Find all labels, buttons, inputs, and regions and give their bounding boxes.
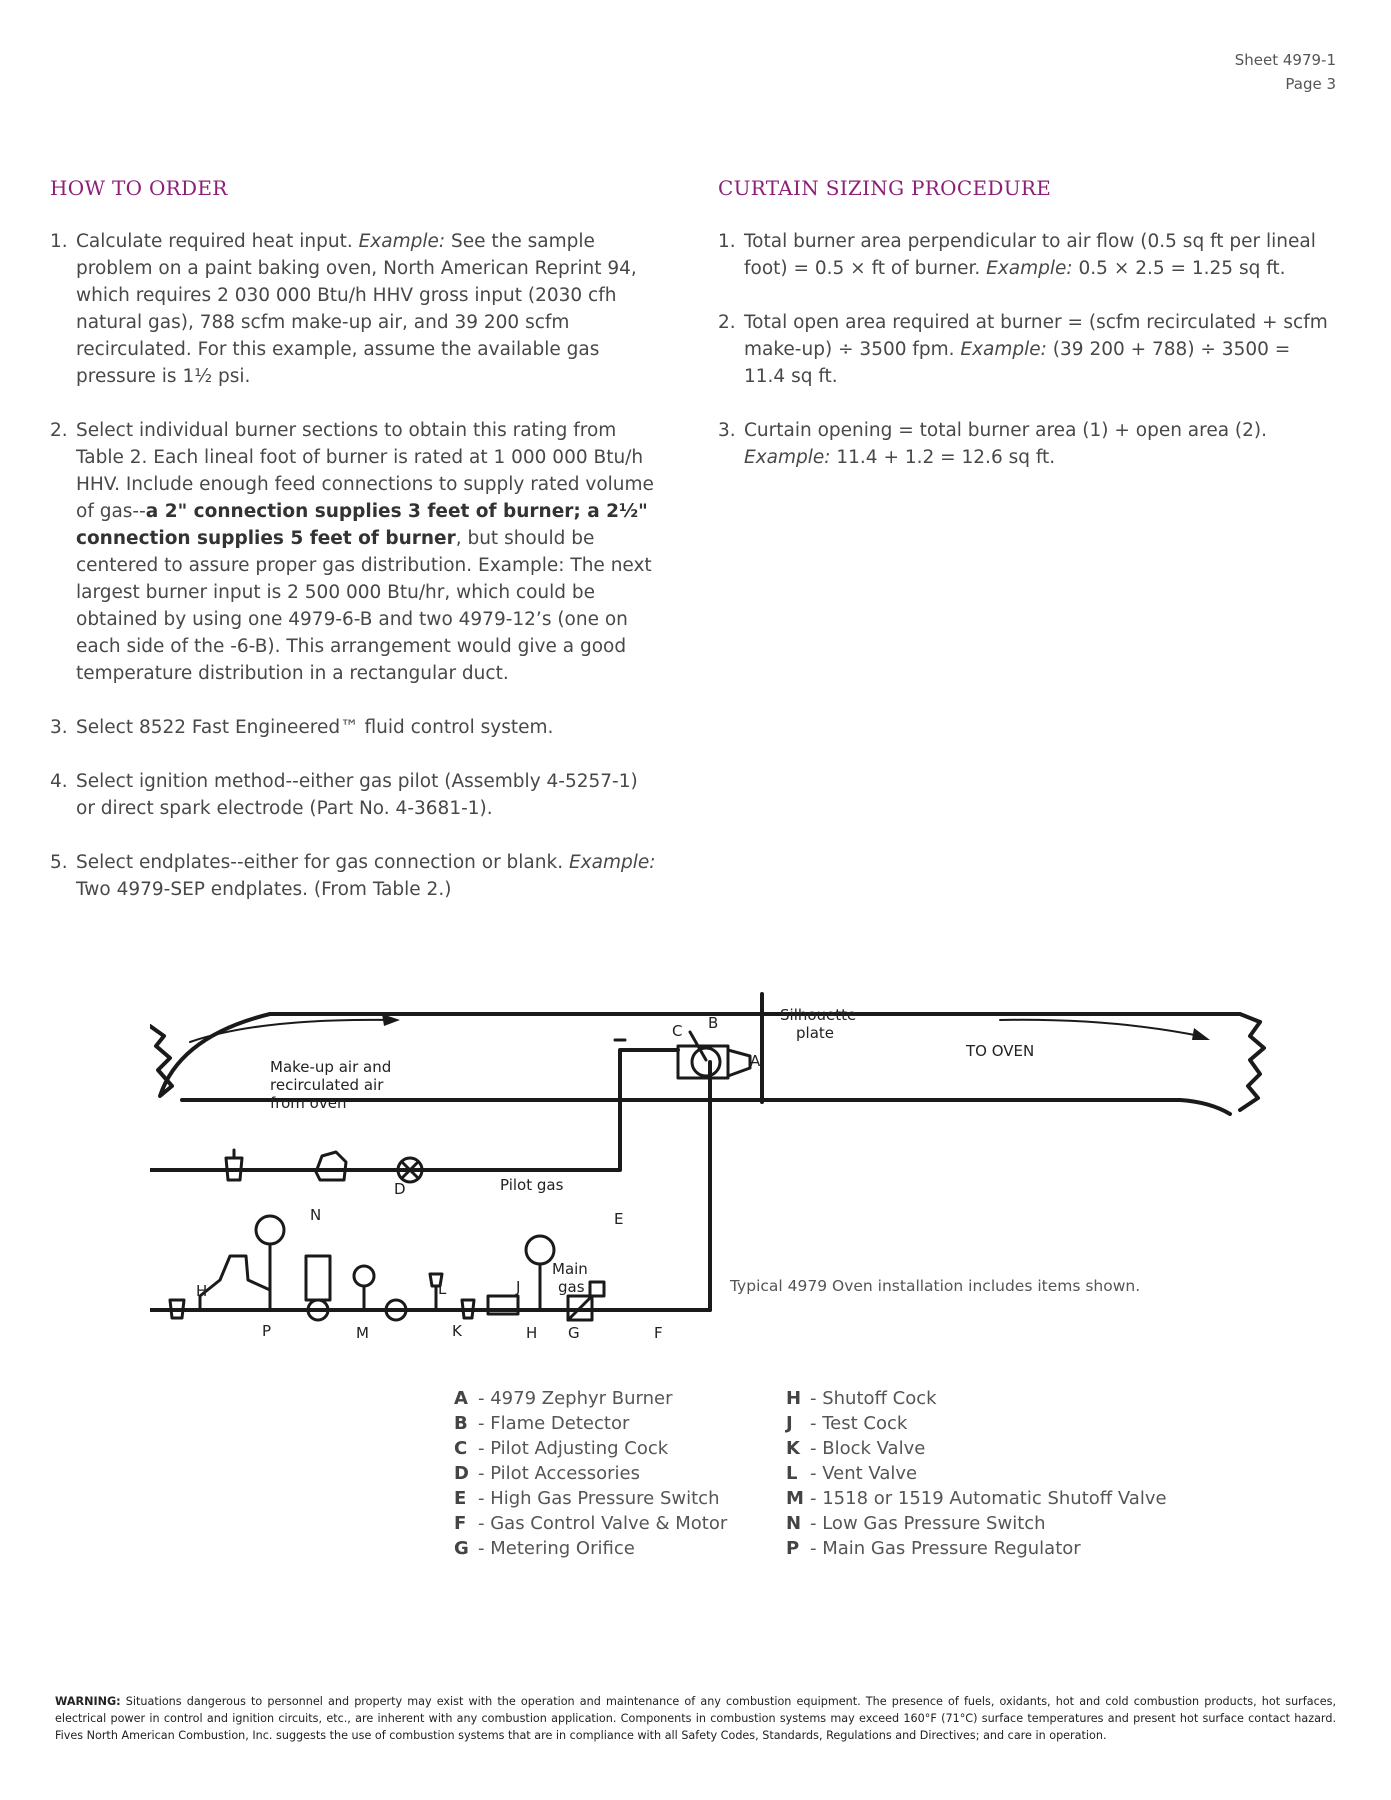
letter-l: L <box>438 1280 447 1298</box>
letter-a: A <box>750 1052 761 1070</box>
list-item: 2. Total open area required at burner = … <box>718 312 1328 387</box>
silhouette-label-1: Silhouette <box>780 1006 856 1024</box>
sheet-number: Sheet 4979-1 <box>1234 51 1336 69</box>
burner-body <box>676 1044 730 1080</box>
main-gas-label-2: gas <box>558 1278 585 1296</box>
legend-item: L- Vent Valve <box>786 1463 918 1484</box>
piping-diagram: Make-up air and recirculated air from ov… <box>150 992 1266 1342</box>
diagram-caption: Typical 4979 Oven installation includes … <box>730 1277 1141 1295</box>
legend-item: C- Pilot Adjusting Cock <box>454 1438 669 1459</box>
to-oven-label: TO OVEN <box>965 1042 1034 1060</box>
warning-text: Situations dangerous to personnel and pr… <box>55 1695 1336 1742</box>
letter-j: J <box>515 1278 520 1296</box>
letter-c: C <box>672 1022 682 1040</box>
legend-right: H- Shutoff Cock J- Test Cock K- Block Va… <box>786 1386 1167 1561</box>
curtain-sizing-list: 1. Total burner area perpendicular to ai… <box>718 228 1336 498</box>
pilot-gas-line <box>150 1048 680 1172</box>
low-pressure-switch <box>254 1214 286 1246</box>
makeup-label-3: from oven <box>270 1094 346 1112</box>
list-item: 3. Select 8522 Fast Engineered™ fluid co… <box>50 717 554 738</box>
flame-detector <box>690 1046 722 1078</box>
how-to-order-heading: HOW TO ORDER <box>50 176 228 200</box>
auto-shutoff-actuator <box>304 1254 332 1302</box>
letter-m: M <box>356 1324 369 1342</box>
warning-label: WARNING: <box>55 1695 121 1708</box>
burner-nozzle <box>726 1048 752 1078</box>
list-item: 1. Calculate required heat input. Exampl… <box>50 231 637 387</box>
letter-h-2: H <box>526 1324 537 1342</box>
pilot-regulator <box>314 1150 348 1182</box>
legend-item: K- Block Valve <box>786 1438 926 1459</box>
sheet-header: Sheet 4979-1 Page 3 <box>1235 48 1336 96</box>
duct-bottom-wall <box>180 1098 1232 1116</box>
curtain-sizing-heading: CURTAIN SIZING PROCEDURE <box>718 176 1052 200</box>
how-to-order-list: 1. Calculate required heat input. Exampl… <box>50 228 662 930</box>
makeup-label-2: recirculated air <box>270 1076 384 1094</box>
pilot-gas-label: Pilot gas <box>500 1176 564 1194</box>
legend-item: G- Metering Orifice <box>454 1538 635 1559</box>
vent-valve <box>352 1264 376 1288</box>
metering-orifice <box>486 1294 520 1316</box>
legend-item: N- Low Gas Pressure Switch <box>786 1513 1046 1534</box>
gas-control-motor <box>588 1280 606 1298</box>
page-number: Page 3 <box>1285 75 1336 93</box>
gas-control-valve <box>566 1294 594 1322</box>
main-gas-label-1: Main <box>552 1260 588 1278</box>
outflow-arrow <box>999 1018 1201 1037</box>
letter-f: F <box>654 1324 663 1342</box>
duct-torn-end <box>1238 1020 1266 1112</box>
main-regulator <box>198 1254 272 1312</box>
legend-item: B- Flame Detector <box>454 1413 630 1434</box>
duct-top-wall <box>150 1012 1262 1098</box>
legend-item: D- Pilot Accessories <box>454 1463 640 1484</box>
letter-d: D <box>394 1180 406 1198</box>
letter-e: E <box>614 1210 623 1228</box>
gas-control-valve-diag <box>566 1294 594 1322</box>
pilot-shutoff-cock <box>224 1148 244 1182</box>
legend-item: F- Gas Control Valve & Motor <box>454 1513 728 1534</box>
letter-p: P <box>262 1322 271 1340</box>
main-shutoff-cock-2 <box>460 1298 476 1320</box>
letter-h-1: H <box>196 1282 207 1300</box>
list-item: 1. Total burner area perpendicular to ai… <box>718 231 1316 279</box>
warning-notice: WARNING: Situations dangerous to personn… <box>55 1693 1336 1744</box>
legend-left: A- 4979 Zephyr Burner B- Flame Detector … <box>454 1386 727 1561</box>
legend-item: M- 1518 or 1519 Automatic Shutoff Valve <box>786 1488 1167 1509</box>
legend-item: A- 4979 Zephyr Burner <box>454 1388 673 1409</box>
legend-item: H- Shutoff Cock <box>786 1388 937 1409</box>
legend-item: P- Main Gas Pressure Regulator <box>786 1538 1081 1559</box>
pilot-valve-cross <box>400 1160 420 1180</box>
letter-n: N <box>310 1206 321 1224</box>
high-pressure-switch <box>524 1234 556 1266</box>
legend-item: E- High Gas Pressure Switch <box>454 1488 720 1509</box>
list-item: 2. Select individual burner sections to … <box>50 420 654 684</box>
pilot-adjusting-cock <box>688 1030 708 1062</box>
pilot-valve <box>396 1156 424 1184</box>
inflow-arrow <box>189 1018 391 1043</box>
letter-b: B <box>708 1014 718 1032</box>
test-cock <box>428 1272 444 1312</box>
letter-g: G <box>568 1324 580 1342</box>
inflow-arrowhead <box>382 1014 400 1026</box>
letter-k: K <box>452 1322 463 1340</box>
main-shutoff-cock-1 <box>168 1298 186 1320</box>
silhouette-label-2: plate <box>796 1024 834 1042</box>
list-item: 5. Select endplates--either for gas conn… <box>50 852 656 900</box>
outflow-arrowhead <box>1192 1028 1210 1040</box>
legend-item: J- Test Cock <box>786 1413 908 1434</box>
list-item: 4. Select ignition method--either gas pi… <box>50 771 638 819</box>
list-item: 3. Curtain opening = total burner area (… <box>718 420 1268 468</box>
block-valve <box>384 1298 408 1322</box>
makeup-label-1: Make-up air and <box>270 1058 391 1076</box>
